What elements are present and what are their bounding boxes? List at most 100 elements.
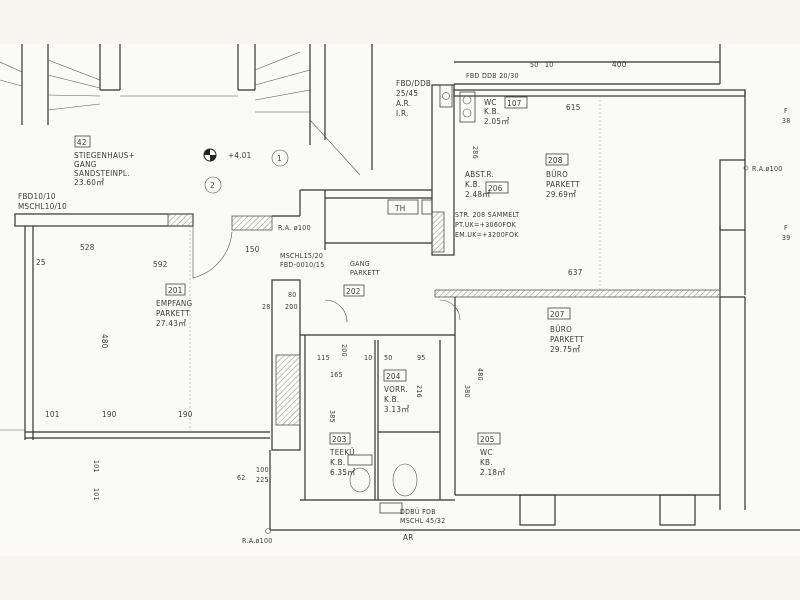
- room-number: 203: [332, 435, 347, 444]
- dimension: 50: [530, 61, 539, 69]
- marker-label: 1: [277, 154, 282, 163]
- dimension: 200: [340, 344, 348, 357]
- room-number: 206: [488, 184, 503, 193]
- room-area: 3.13㎡: [384, 405, 410, 414]
- dimension: 200: [285, 303, 298, 311]
- room-name: BÜRO: [546, 169, 568, 179]
- note: STR. 208 SAMMELT: [455, 211, 519, 219]
- note: F: [784, 224, 788, 232]
- note: 39: [782, 234, 791, 242]
- room-floor: K.B.: [330, 458, 345, 467]
- room-area: 29.75㎡: [550, 345, 580, 354]
- room-number: 202: [346, 287, 361, 296]
- note: DDBÜ FDB: [400, 507, 436, 516]
- room-floor: PARKETT: [550, 335, 584, 344]
- note: R.A.ø100: [242, 537, 273, 545]
- dimension: 190: [102, 410, 117, 419]
- dimension: 190: [178, 410, 193, 419]
- dimension: 101: [92, 460, 100, 473]
- room-number: 207: [550, 310, 565, 319]
- note: A.R.: [396, 99, 411, 108]
- note: PT.UK=+3060FOK: [455, 221, 517, 229]
- dimension: 25: [36, 258, 46, 267]
- room-floor: PARKETT: [156, 309, 190, 318]
- walls: [0, 44, 800, 531]
- dimension: 592: [153, 260, 168, 269]
- room-area: 2.18㎡: [480, 468, 506, 477]
- note: EM.UK=+3200FOK: [455, 231, 519, 239]
- room-number-boxes: [74, 96, 571, 445]
- note: R.A.ø100: [752, 165, 783, 173]
- note: FBD10/10: [18, 192, 56, 201]
- note: F: [784, 107, 788, 115]
- dimension: 615: [566, 103, 581, 112]
- dimension: 385: [328, 410, 336, 423]
- room-floor: SANDSTEINPL.: [74, 169, 130, 178]
- dimension: 80: [288, 291, 297, 299]
- dimension: 101: [45, 410, 60, 419]
- note: FBD DDB 20/30: [466, 72, 519, 80]
- room-name: STIEGENHAUS+: [74, 151, 135, 160]
- dimension: 62: [237, 474, 246, 482]
- room-name: TEEKÜ: [329, 447, 355, 457]
- dimension: 480: [100, 334, 109, 349]
- room-number: 42: [77, 138, 87, 147]
- room-area: 6.35㎡: [330, 468, 356, 477]
- note: FBD/DDB: [396, 79, 431, 88]
- dimension: 528: [80, 243, 95, 252]
- dimension: 115: [317, 354, 330, 362]
- dimension: 637: [568, 268, 583, 277]
- note: FBD-0010/15: [280, 261, 325, 269]
- level-mark: +4.01: [228, 151, 252, 160]
- room-number: 201: [168, 286, 183, 295]
- room-name: ABST.R.: [465, 170, 494, 179]
- dimension: 480: [476, 368, 484, 381]
- room-name: WC: [480, 448, 493, 457]
- note: MSCHL10/10: [18, 202, 67, 211]
- dimension: 165: [330, 371, 343, 379]
- dimension: 150: [245, 245, 260, 254]
- section-marker-2: [204, 176, 222, 194]
- dimension: 286: [471, 146, 479, 159]
- room-number: 204: [386, 372, 401, 381]
- dimension: 10: [364, 354, 373, 362]
- doors-fixtures: [192, 84, 749, 534]
- note: TH: [394, 204, 405, 213]
- room-name: BÜRO: [550, 324, 572, 334]
- staircase: [0, 44, 373, 176]
- dimension: 225: [256, 476, 269, 484]
- paper: [0, 44, 800, 556]
- room-floor: K.B.: [384, 395, 399, 404]
- labels: 42 STIEGENHAUS+ GANG SANDSTEINPL. 23.60㎡…: [18, 60, 791, 545]
- note: 38: [782, 117, 791, 125]
- room-area: 27.43㎡: [156, 319, 186, 328]
- note: MSCHL 45/32: [400, 517, 446, 525]
- note: AR: [403, 533, 414, 542]
- room-name: GANG: [350, 260, 370, 268]
- note: 25/45: [396, 89, 418, 98]
- room-area: 29.69㎡: [546, 190, 576, 199]
- dimension: 28: [262, 303, 271, 311]
- dimension: 50: [384, 354, 393, 362]
- room-number: 208: [548, 156, 563, 165]
- room-floor: PARKETT: [350, 269, 380, 277]
- dimension: 400: [612, 60, 627, 69]
- room-floor: K.B.: [484, 107, 499, 116]
- section-marker-1: [271, 149, 289, 167]
- room-name: EMPFANG: [156, 299, 193, 308]
- room-area: 23.60㎡: [74, 178, 104, 187]
- dimension: 216: [415, 385, 423, 398]
- note: MSCHL15/20: [280, 252, 323, 260]
- room-floor: PARKETT: [546, 180, 580, 189]
- room-area: 2.48㎡: [465, 190, 491, 199]
- room-name: GANG: [74, 160, 97, 169]
- dimension: 380: [463, 385, 471, 398]
- room-floor: K.B.: [465, 180, 480, 189]
- dimension: 100: [256, 466, 269, 474]
- dimension: 10: [545, 61, 554, 69]
- room-name: VORR.: [384, 385, 408, 394]
- dimension: 95: [417, 354, 426, 362]
- marker-label: 2: [210, 181, 215, 190]
